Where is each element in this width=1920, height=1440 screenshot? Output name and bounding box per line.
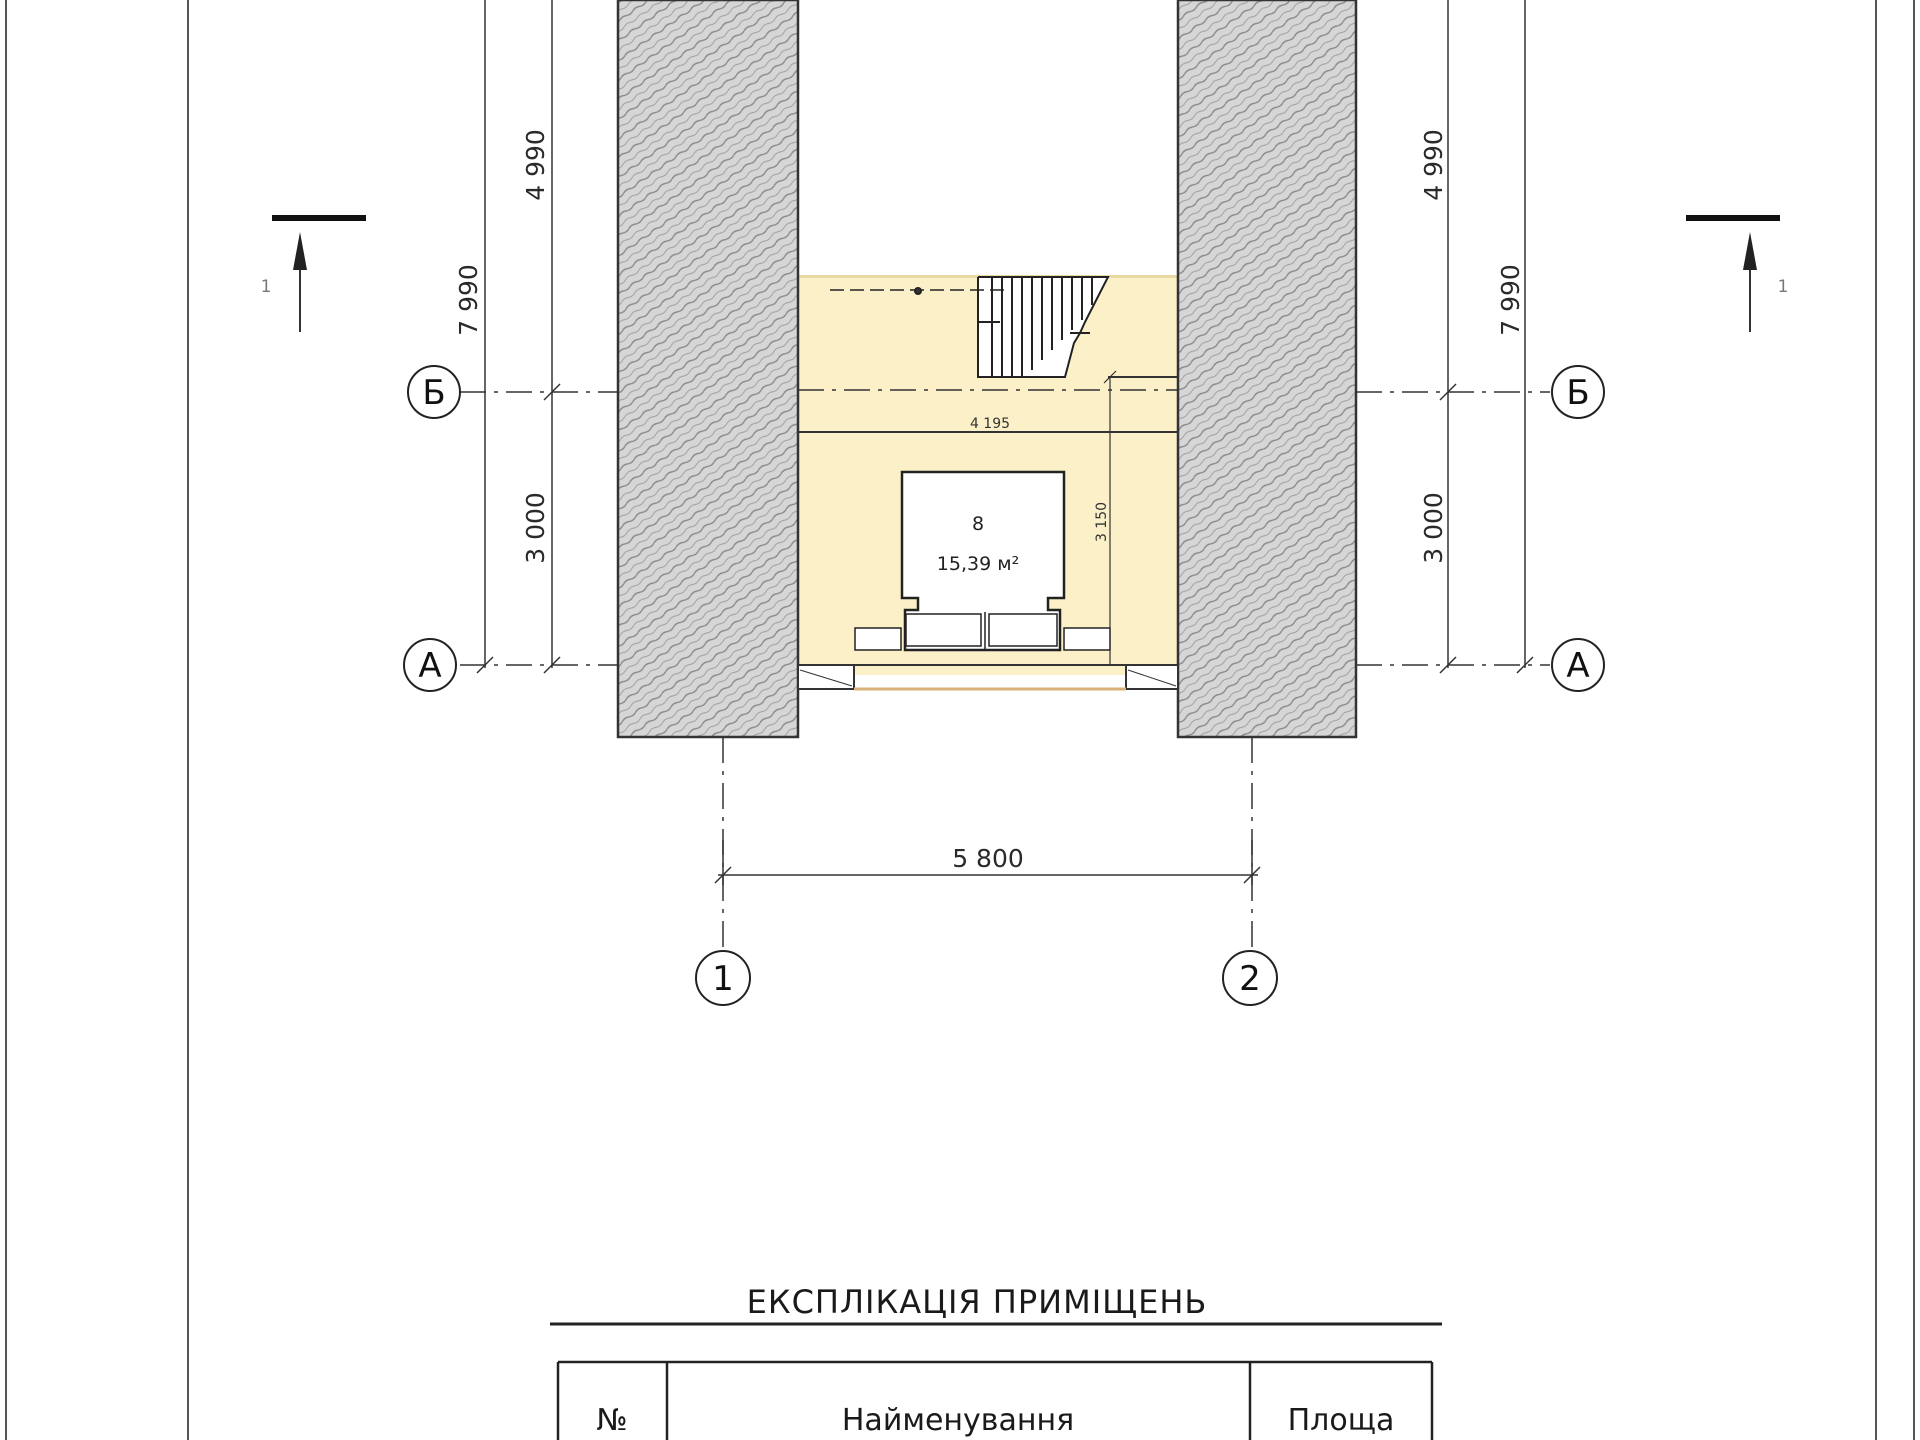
dim-line-bottom — [714, 840, 1261, 885]
section-mark-right: 1 — [1686, 215, 1789, 332]
sheet-frame — [5, 0, 1915, 1440]
axis-bubble-1: 1 — [695, 950, 751, 1006]
room-area-label: 15,39 м² — [937, 553, 1019, 575]
axis-bubble-b-left: Б — [407, 365, 461, 419]
dim-left-lower: 3 000 — [521, 492, 550, 564]
svg-text:1: 1 — [712, 959, 734, 999]
explication-header-number: № — [596, 1403, 627, 1438]
room-number: 8 — [972, 513, 984, 535]
dim-lines-left — [476, 0, 561, 674]
room-8-outline — [854, 470, 1111, 652]
explication-header-name: Найменування — [842, 1403, 1074, 1438]
explication-title: ЕКСПЛІКАЦІЯ ПРИМІЩЕНЬ — [747, 1283, 1208, 1321]
axis-bubble-2: 2 — [1222, 950, 1278, 1006]
dim-inner-depth: 3 150 — [1094, 502, 1110, 542]
wall-left — [616, 0, 800, 739]
svg-text:2: 2 — [1239, 959, 1261, 999]
dim-right-total: 7 990 — [1496, 264, 1525, 336]
axis-bubble-a-left: А — [403, 638, 457, 692]
svg-text:1: 1 — [261, 277, 272, 297]
svg-text:А: А — [418, 646, 441, 686]
svg-text:А: А — [1566, 646, 1589, 686]
stair — [830, 276, 1110, 378]
bottom-opening — [797, 664, 1179, 691]
section-mark-left: 1 — [261, 215, 366, 332]
axis-bubble-a-right: А — [1551, 638, 1605, 692]
dim-lines-right — [1439, 0, 1534, 674]
explication-header-area: Площа — [1288, 1403, 1395, 1438]
dim-line-inner — [1103, 370, 1117, 665]
dim-right-upper: 4 990 — [1419, 129, 1448, 201]
dim-bottom-span: 5 800 — [952, 844, 1024, 873]
dim-right-lower: 3 000 — [1419, 492, 1448, 564]
svg-text:1: 1 — [1778, 277, 1789, 297]
dim-left-total: 7 990 — [454, 264, 483, 336]
axis-bubble-b-right: Б — [1551, 365, 1605, 419]
explication-table — [556, 1360, 1434, 1440]
dim-inner-width: 4 195 — [970, 416, 1010, 432]
wall-right — [1176, 0, 1358, 739]
svg-text:Б: Б — [1566, 373, 1589, 413]
svg-text:Б: Б — [422, 373, 445, 413]
dim-left-upper: 4 990 — [521, 129, 550, 201]
